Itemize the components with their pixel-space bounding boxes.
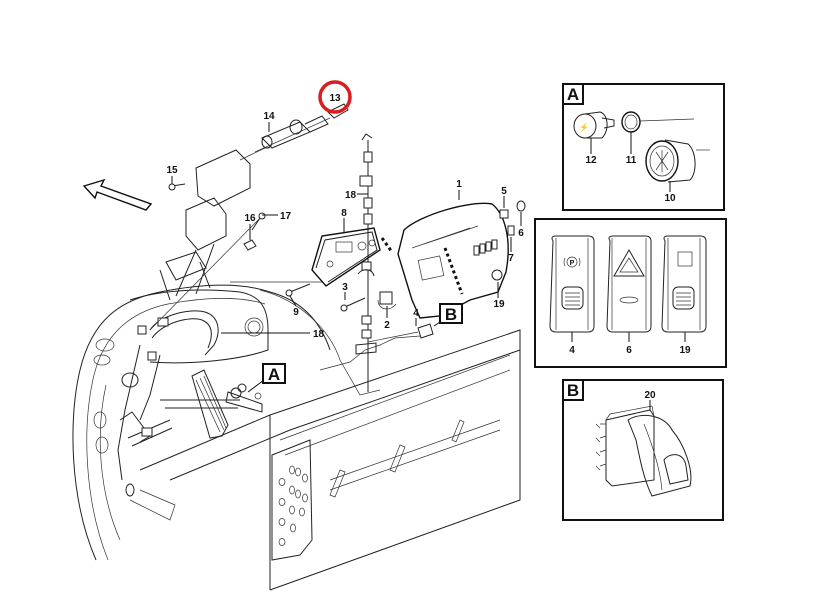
- label-part-13: 13: [329, 93, 341, 104]
- steering-column: [159, 149, 251, 301]
- part-4-switch: [417, 323, 434, 339]
- switch-part-4: P 4: [549, 235, 595, 356]
- inset-a: A ⚡ 12 11 10: [562, 83, 725, 211]
- inset-b: B 20: [562, 379, 724, 521]
- cab-harness: [117, 310, 219, 497]
- part-6-plug: [516, 200, 526, 212]
- lighter-part-12: ⚡: [573, 111, 615, 139]
- instrument-cluster-part-8: [311, 227, 394, 287]
- screws: [149, 183, 366, 331]
- small-parts: [367, 200, 526, 343]
- label-part-18-upper: 18: [345, 190, 357, 201]
- part-labels: 13 14 15 16 17 8 18 9 3 2 1 5 6 7 19 4 1…: [166, 93, 524, 340]
- step-holes: [278, 465, 308, 546]
- accelerator-pedal: [191, 369, 229, 439]
- label-part-2: 2: [384, 320, 390, 331]
- label-part-1: 1: [456, 179, 462, 190]
- arrow-forward-icon: [82, 178, 153, 211]
- socket-assembly: [160, 383, 263, 413]
- label-part-18-lower: 18: [313, 329, 325, 340]
- label-part-6: 6: [518, 228, 524, 239]
- inset-switches: P 4 6 19: [534, 218, 727, 368]
- part-7-blank: [507, 225, 515, 236]
- label-part-7: 7: [508, 253, 514, 264]
- inset-a-label-10: 10: [664, 193, 676, 204]
- inset-a-letter: A: [567, 85, 579, 104]
- label-part-16: 16: [244, 213, 256, 224]
- label-part-9: 9: [293, 307, 299, 318]
- key-part-13: [327, 103, 349, 119]
- switch-label-6: 6: [626, 345, 632, 356]
- ignition-switch-part-14: [239, 115, 331, 161]
- switch-label-19: 19: [679, 345, 691, 356]
- label-part-4: 4: [413, 308, 419, 319]
- machine-frame: [72, 284, 521, 591]
- label-part-14: 14: [263, 111, 275, 122]
- switch-bank: [473, 239, 498, 256]
- label-part-17: 17: [280, 211, 292, 222]
- label-part-5: 5: [501, 186, 507, 197]
- part-19-switch: [491, 269, 503, 281]
- svg-text:P: P: [570, 260, 575, 267]
- switch-label-4: 4: [569, 345, 575, 356]
- gauge-part-10: [645, 139, 710, 183]
- detail-ref-a-letter: A: [268, 365, 280, 384]
- switch-part-19: 19: [661, 235, 707, 356]
- hazard-warning-icon: [613, 248, 645, 277]
- inset-b-letter: B: [567, 381, 579, 400]
- inset-a-label-11: 11: [626, 155, 637, 166]
- detail-ref-b-letter: B: [445, 305, 457, 324]
- parking-brake-icon: P: [563, 256, 581, 268]
- wiring-harness-part-18: [355, 133, 377, 392]
- detail-ref-b[interactable]: B: [439, 303, 463, 324]
- switch-part-6: 6: [606, 235, 652, 356]
- label-part-19: 19: [493, 299, 505, 310]
- dashboard-cover-part-1: [377, 202, 509, 319]
- leader-lines: [171, 122, 522, 393]
- label-part-15: 15: [166, 165, 178, 176]
- detail-ref-a[interactable]: A: [262, 363, 286, 384]
- inset-b-label-20: 20: [644, 390, 656, 401]
- label-part-8: 8: [341, 208, 347, 219]
- label-part-3: 3: [342, 282, 348, 293]
- svg-text:⚡: ⚡: [579, 122, 589, 132]
- part-5-switch: [499, 209, 509, 219]
- inset-a-label-12: 12: [585, 155, 597, 166]
- highlight-circle: [318, 80, 352, 114]
